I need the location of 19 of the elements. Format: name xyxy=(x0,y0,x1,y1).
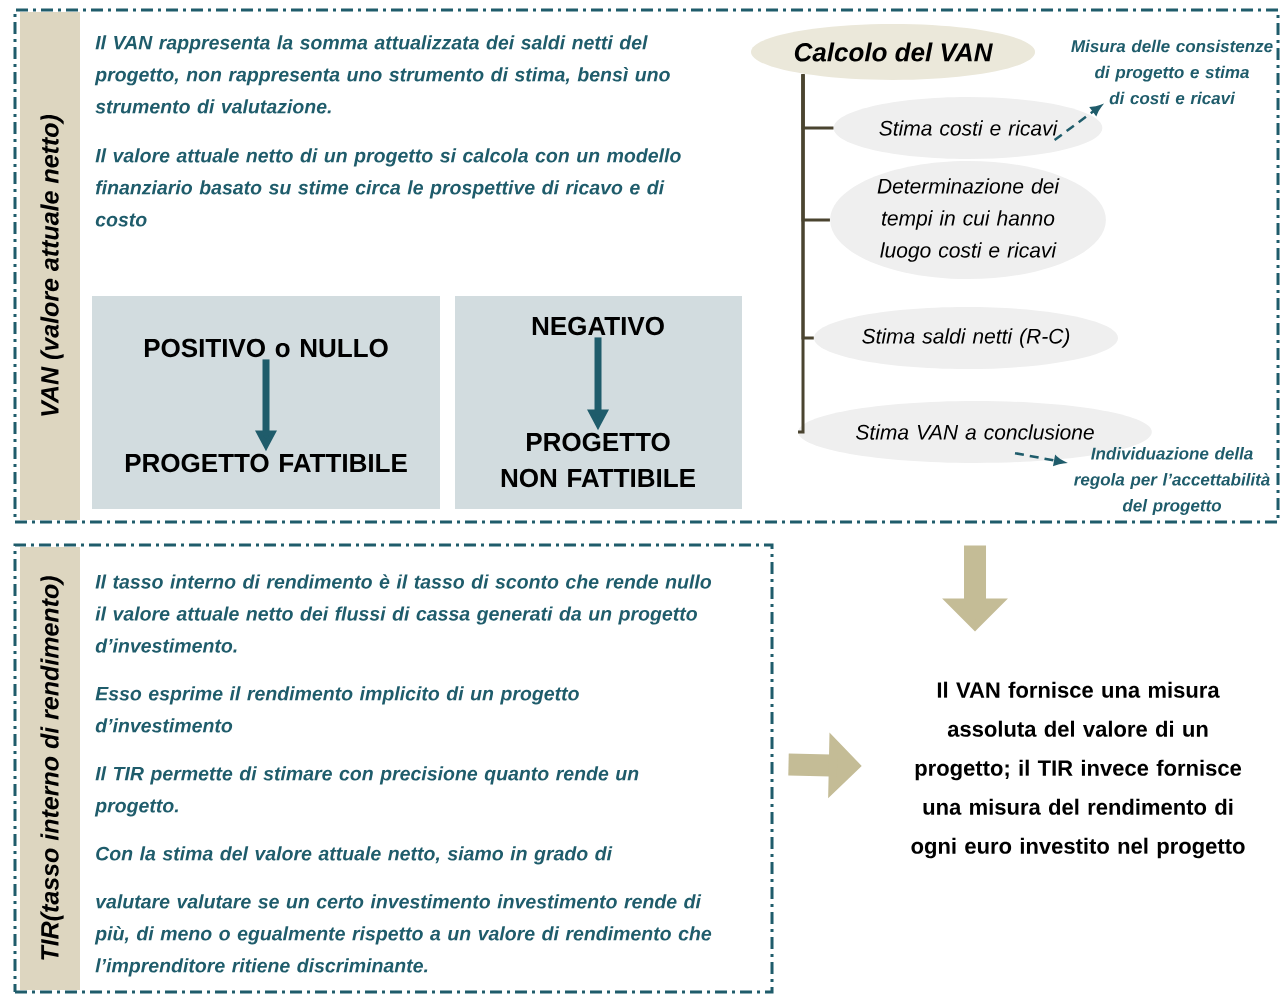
shaded-box xyxy=(455,296,742,509)
paragraph: Esso esprime il rendimento implicito di un progetto d’investimento xyxy=(95,686,579,733)
paragraph: Il VAN rappresenta la somma attualizzata dei saldi netti del progetto, non rappresenta uno strumento di stima, bensì uno strumento di valutazione. xyxy=(94,35,670,114)
result-text: POSITIVO o NULLO xyxy=(144,338,388,358)
paragraph: Il valore attuale netto di un progetto si calcola con un modello finanziario basato su stime circa le prospettive di ricavo e di costo xyxy=(95,148,681,227)
result-text: NEGATIVO xyxy=(532,316,664,336)
conclusion-text: Il VAN fornisce una misura assoluta del valore di un progetto; il TIR invece fornisce una misura del rendimento di ogni euro investito nel progetto xyxy=(911,681,1245,859)
paragraph: valutare valutare se un certo investimento investimento rende di più, di meno o egualmente rispetto a un valore di rendimento che l’imprenditore ritiene discriminante. xyxy=(94,894,712,977)
result-text: PROGETTO FATTIBILE xyxy=(125,453,407,473)
paragraph: Il TIR permette di stimare con precisione quanto rende un progetto. xyxy=(94,766,639,817)
dashed-arrow xyxy=(1014,451,1065,466)
dashed-arrow xyxy=(1053,104,1102,141)
result-text: PROGETTO NON FATTIBILE xyxy=(501,432,695,488)
side-band-title: VAN (valore attuale netto) xyxy=(20,12,80,520)
side-band-title: TIR(tasso interno di rendimento) xyxy=(20,547,80,990)
connector xyxy=(798,74,805,434)
paragraph: Il tasso interno di rendimento è il tasso di sconto che rende nullo il valore attuale netto dei flussi di cassa generati da un progetto d’investimento. xyxy=(95,574,712,653)
paragraph: Con la stima del valore attuale netto, siamo in grado di xyxy=(96,846,613,865)
shaded-box xyxy=(92,296,440,509)
